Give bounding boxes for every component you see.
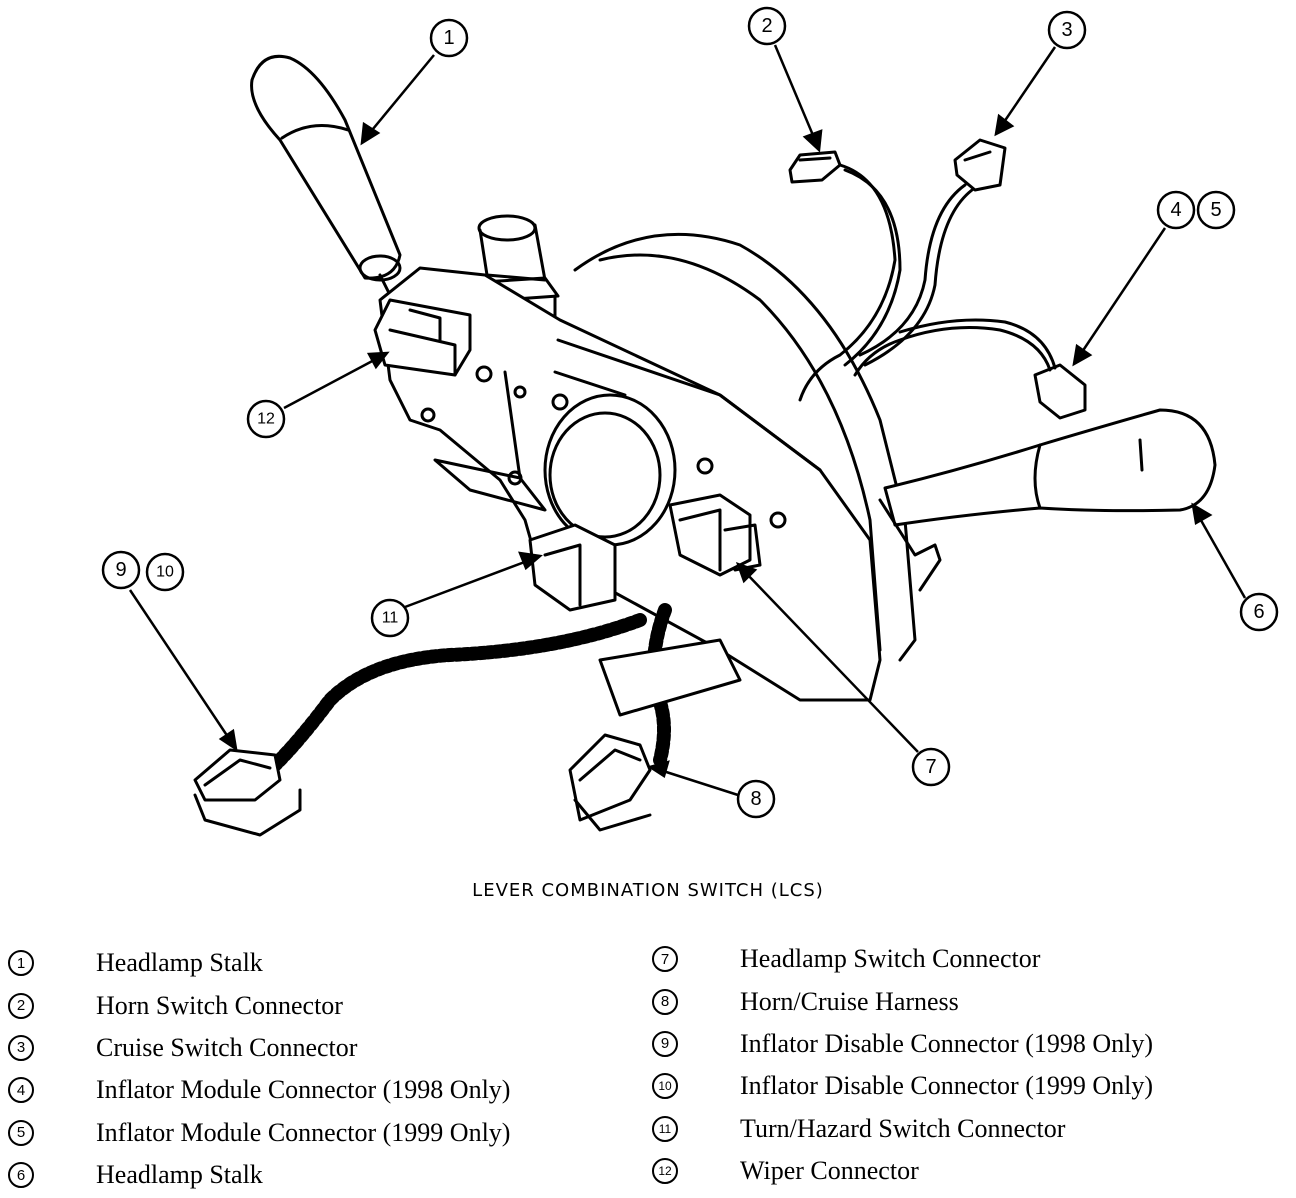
arrowhead-7 xyxy=(735,561,758,584)
headlamp-stalk-right xyxy=(878,408,1217,592)
lcs-diagram: 1 2 3 4 5 6 7 8 9 10 11 12 xyxy=(101,6,1279,837)
arrowhead-6 xyxy=(1191,502,1213,525)
callout-5: 5 xyxy=(1210,199,1221,221)
legend-label: Turn/Hazard Switch Connector xyxy=(740,1113,1066,1143)
leader-line-9 xyxy=(128,589,232,741)
leader-line-6 xyxy=(1196,514,1247,599)
callout-6-circle xyxy=(1239,592,1279,632)
legend-number: 2 xyxy=(8,992,34,1019)
arrowhead-3 xyxy=(994,113,1015,137)
horn-cruise-harness xyxy=(568,603,742,832)
legend-item: 1 Headlamp Stalk xyxy=(8,942,510,984)
legend-label: Wiper Connector xyxy=(740,1156,919,1186)
leader-line-12 xyxy=(283,356,379,410)
legend-number: 8 xyxy=(652,988,678,1015)
legend-label: Horn Switch Connector xyxy=(96,990,343,1020)
diagram-title: LEVER COMBINATION SWITCH (LCS) xyxy=(472,880,824,901)
legend-item: 5 Inflator Module Connector (1999 Only) xyxy=(8,1112,510,1154)
callout-1-circle xyxy=(429,18,469,58)
legend-item: 9 Inflator Disable Connector (1998 Only) xyxy=(652,1023,1153,1065)
callout-7-circle xyxy=(911,747,951,787)
legend-number: 1 xyxy=(8,950,34,977)
callout-7: 7 xyxy=(925,756,936,778)
callout-11: 11 xyxy=(382,610,399,627)
legend-label: Headlamp Stalk xyxy=(96,948,263,978)
legend-label: Inflator Module Connector (1998 Only) xyxy=(96,1075,511,1105)
wiper-connector xyxy=(373,298,472,377)
leader-line-2 xyxy=(773,44,817,141)
legend-label: Headlamp Stalk xyxy=(96,1160,263,1190)
headlamp-switch-connector xyxy=(668,493,762,577)
legend-label: Inflator Disable Connector (1998 Only) xyxy=(740,1028,1154,1058)
legend-item: 8 Horn/Cruise Harness xyxy=(652,980,1153,1022)
arrowhead-1 xyxy=(360,121,381,146)
legend-label: Inflator Disable Connector (1999 Only) xyxy=(740,1071,1154,1101)
legend-item: 11 Turn/Hazard Switch Connector xyxy=(652,1108,1153,1150)
arrowhead-2 xyxy=(802,129,823,153)
legend-number: 4 xyxy=(8,1077,34,1104)
leader-line-1 xyxy=(367,54,435,136)
callout-12: 12 xyxy=(257,411,275,428)
legend-label: Headlamp Switch Connector xyxy=(740,944,1041,974)
legend-number: 3 xyxy=(8,1034,34,1061)
callout-1: 1 xyxy=(443,27,454,49)
legend-item: 12 Wiper Connector xyxy=(652,1150,1153,1192)
callout-9: 9 xyxy=(115,559,126,581)
arrowhead-8 xyxy=(646,760,670,778)
arrowhead-4 xyxy=(1072,343,1093,367)
legend-number: 12 xyxy=(652,1158,678,1185)
horn-switch-connector xyxy=(788,150,902,402)
callout-6: 6 xyxy=(1253,601,1264,623)
legend-label: Horn/Cruise Harness xyxy=(740,986,959,1016)
leader-line-8 xyxy=(659,768,739,797)
callout-5-circle xyxy=(1196,190,1236,230)
legend-number: 10 xyxy=(652,1073,678,1100)
inflator-disable-harness xyxy=(193,613,647,837)
lcs-illustration: 1 2 3 4 5 6 7 8 9 10 11 12 xyxy=(101,6,1279,837)
headlamp-stalk-left xyxy=(250,54,402,307)
callout-11-circle xyxy=(370,598,410,638)
callout-12-circle xyxy=(246,399,286,439)
arrowhead-12 xyxy=(366,351,390,370)
callout-10-circle xyxy=(145,552,185,592)
legend-left: 1 Headlamp Stalk 2 Horn Switch Connector… xyxy=(8,942,510,1196)
callout-4-circle xyxy=(1156,190,1196,230)
legend-item: 3 Cruise Switch Connector xyxy=(8,1027,510,1069)
callout-4: 4 xyxy=(1170,199,1181,221)
legend-number: 6 xyxy=(8,1162,34,1189)
legend-item: 6 Headlamp Stalk xyxy=(8,1154,510,1196)
leader-line-3 xyxy=(1000,46,1057,126)
callout-3-circle xyxy=(1047,10,1087,50)
legend-label: Cruise Switch Connector xyxy=(96,1032,358,1062)
turn-hazard-connector xyxy=(528,523,617,612)
legend-label: Inflator Module Connector (1999 Only) xyxy=(96,1117,511,1147)
callout-10: 10 xyxy=(156,564,174,581)
callout-2-circle xyxy=(747,6,787,46)
legend-item: 10 Inflator Disable Connector (1999 Only… xyxy=(652,1065,1153,1107)
leader-line-11 xyxy=(404,558,531,609)
inflator-module-connector xyxy=(853,318,1087,420)
legend-number: 9 xyxy=(652,1030,678,1057)
legend-item: 4 Inflator Module Connector (1998 Only) xyxy=(8,1069,510,1111)
legend-item: 2 Horn Switch Connector xyxy=(8,984,510,1026)
callout-8-circle xyxy=(736,779,776,819)
arrowhead-9 xyxy=(218,728,238,752)
cruise-switch-connector xyxy=(858,138,1007,367)
callout-8: 8 xyxy=(750,788,761,810)
leader-line-7 xyxy=(744,571,919,753)
legend-item: 7 Headlamp Switch Connector xyxy=(652,938,1153,980)
legend-number: 11 xyxy=(652,1115,678,1142)
callout-3: 3 xyxy=(1061,19,1072,41)
callout-2: 2 xyxy=(761,15,772,37)
legend-number: 5 xyxy=(8,1119,34,1146)
leader-line-4 xyxy=(1078,227,1167,356)
callout-9-circle xyxy=(101,550,141,590)
legend-right: 7 Headlamp Switch Connector 8 Horn/Cruis… xyxy=(652,938,1153,1192)
column-opening xyxy=(543,393,677,547)
legend-number: 7 xyxy=(652,946,678,973)
arrowhead-11 xyxy=(518,551,543,571)
